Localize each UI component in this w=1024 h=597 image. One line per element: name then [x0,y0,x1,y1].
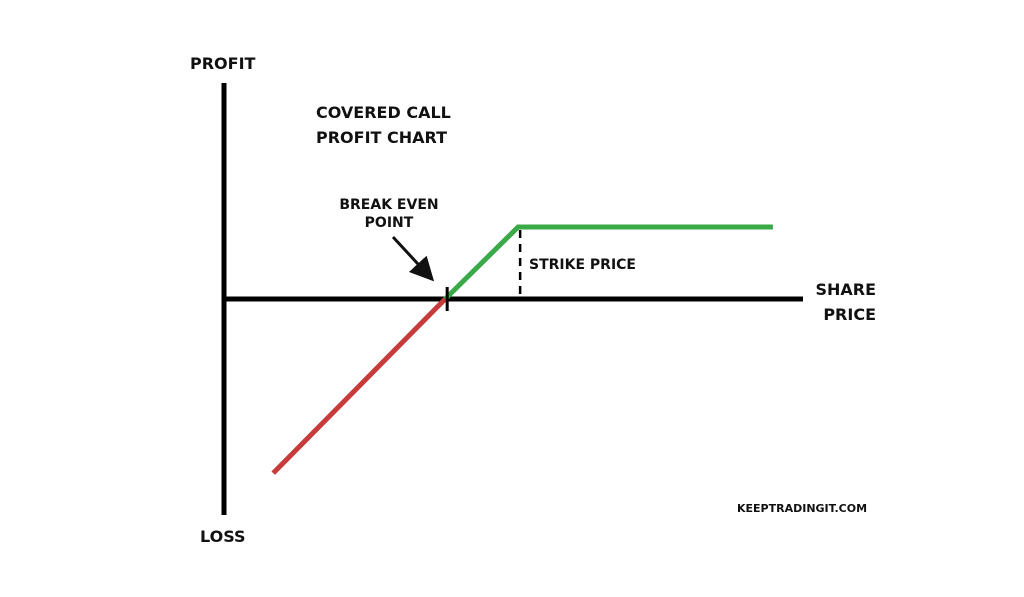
chart-title-line-1: COVERED CALL [316,103,451,122]
y-axis-loss-label: LOSS [200,527,246,546]
series-profit-line [443,224,773,301]
break-even-line-1: BREAK EVEN [339,197,439,213]
x-axis-label-line-1: SHARE [815,280,876,299]
y-axis-profit-label: PROFIT [190,54,256,73]
watermark: KEEPTRADINGIT.COM [737,502,868,515]
strike-price-label: STRIKE PRICE [529,257,636,273]
break-even-label: BREAK EVEN POINT [335,196,443,232]
x-axis-label: SHARE PRICE [790,277,876,327]
break-even-arrow [391,235,435,282]
chart-title: COVERED CALL PROFIT CHART [316,100,451,150]
break-even-line-2: POINT [364,215,414,231]
x-axis-label-line-2: PRICE [823,305,876,324]
chart-title-line-2: PROFIT CHART [316,128,448,147]
series-loss-line [271,297,447,475]
